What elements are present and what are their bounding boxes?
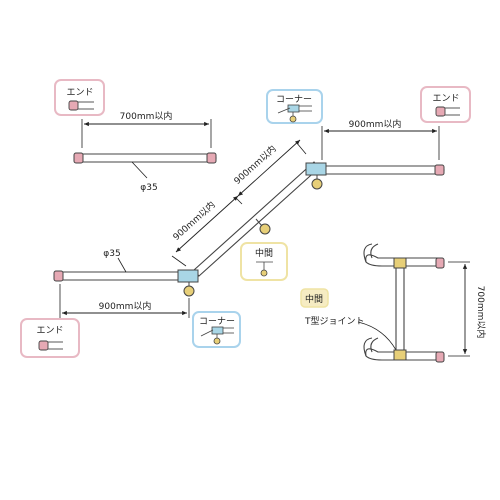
dimension-label: 900mm以内 [349,118,402,130]
top-left-rail [73,152,217,164]
end-box-top: エンド [54,79,105,116]
rail-end-cap [53,270,64,282]
middle-box-right: 中間 [300,288,329,308]
t-joint-assembly [363,243,445,363]
vertical-dimension: 700mm以内 [448,261,487,357]
rail-end-cap [73,152,84,164]
middle-label: 中間 [255,247,273,259]
end-label: エンド [66,88,93,98]
top-right-rail [317,164,445,176]
dimension-label: 700mm以内 [475,286,487,339]
middle-bracket-icon [256,261,273,277]
rail-end-cap [435,351,445,363]
end-box-bottom-left: エンド [20,318,80,358]
end-cap-icon [435,106,446,117]
corner-label: コーナー [276,94,312,105]
end-box-top-right: エンド [420,86,471,123]
dimension-label: 900mm以内 [99,300,152,312]
rail-end-cap [206,152,217,164]
corner-joint-icon [277,104,312,123]
t-joint [393,257,407,269]
corner-label: コーナー [199,316,235,327]
diameter-label: φ35 [140,183,157,193]
rail-end-cap [435,257,445,269]
rail-end-cap [434,164,445,176]
lower-corner-joint [177,269,199,297]
bottom-left-dimension: 900mm以内 [59,284,190,318]
middle-box-center: 中間 [240,242,288,281]
top-right-dimension: 900mm以内 [321,118,440,160]
corner-box-top: コーナー [266,89,323,124]
end-cap-icon [68,100,79,111]
diagonal-middle-bracket [255,218,271,235]
end-label: エンド [432,94,459,104]
t-joint-label: T型ジョイント [304,316,365,327]
middle-label: 中間 [305,293,323,305]
bottom-left-rail [53,270,187,282]
corner-joint-icon [200,326,234,345]
upper-corner-joint [305,162,327,190]
diameter-label: φ35 [103,249,120,259]
dimension-label: 700mm以内 [120,110,173,122]
t-joint [393,349,407,361]
corner-box-bottom: コーナー [192,311,241,348]
end-cap-icon [38,340,49,351]
end-label: エンド [36,326,63,336]
top-left-dimension: 700mm以内 [81,110,212,148]
